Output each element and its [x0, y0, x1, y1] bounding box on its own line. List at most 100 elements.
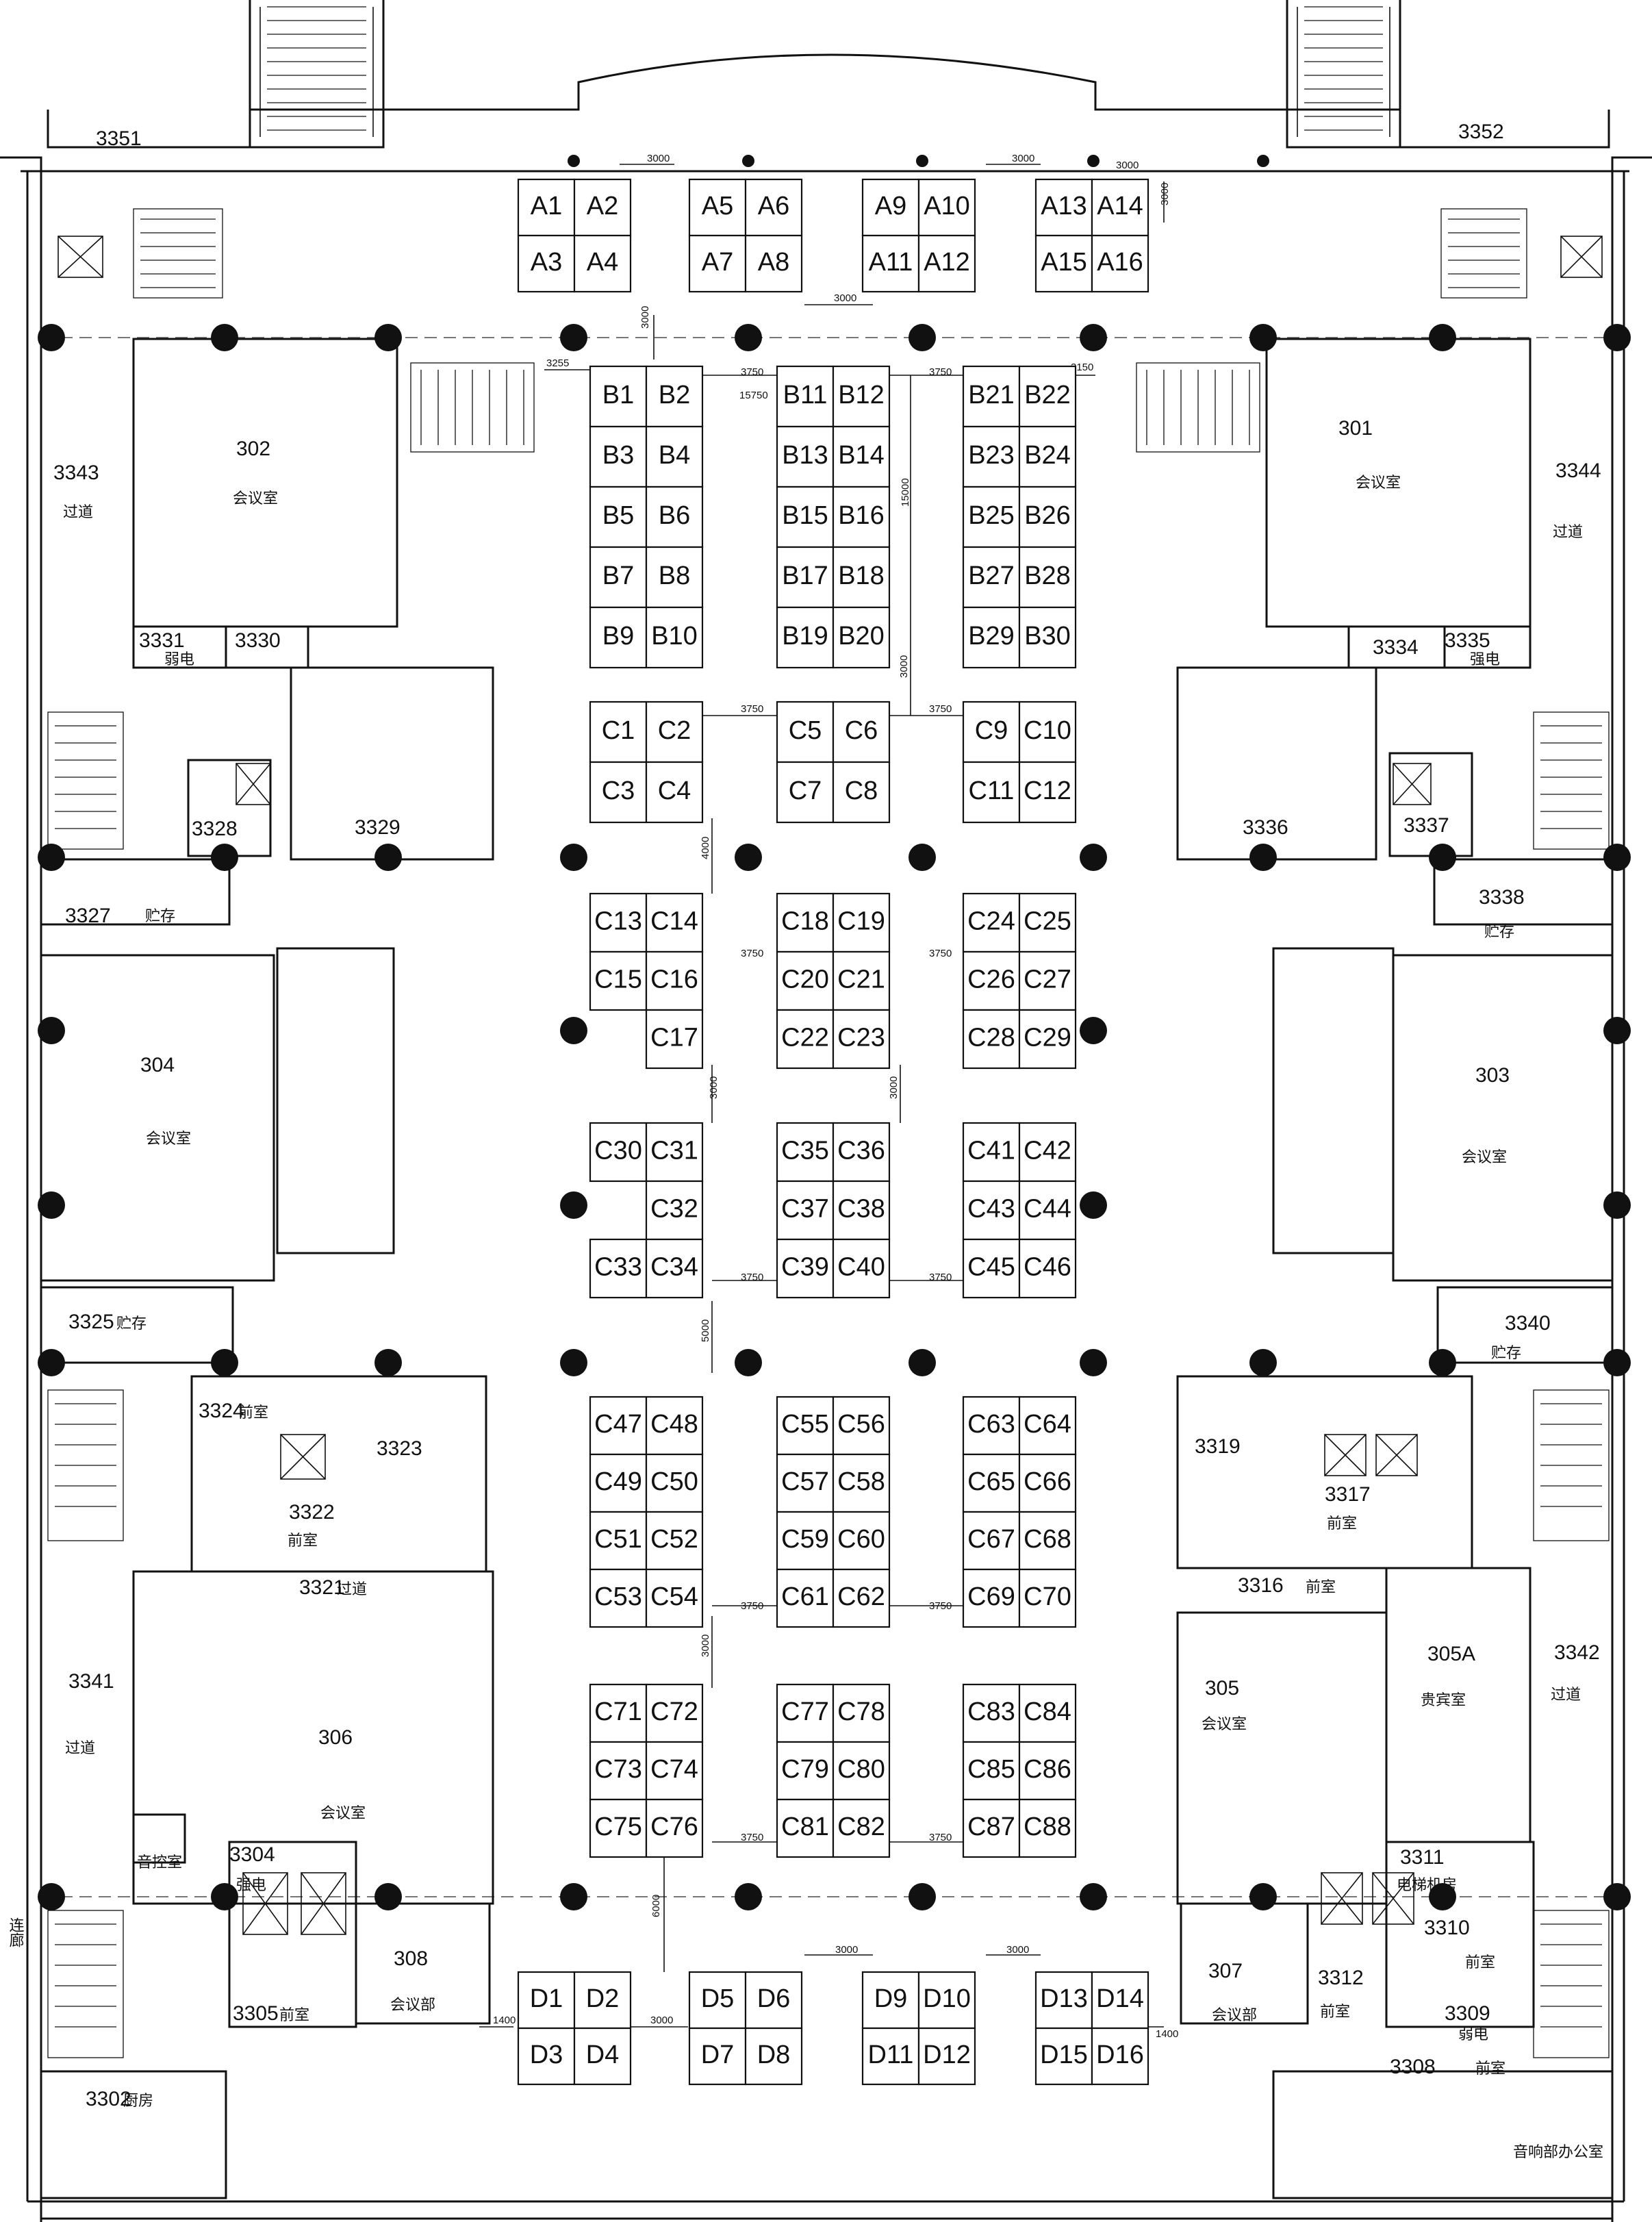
booth-D14[interactable]: [1091, 1971, 1149, 2030]
booth-C27[interactable]: [1018, 950, 1077, 1011]
booth-D8[interactable]: [744, 2027, 803, 2086]
booth-C67[interactable]: [962, 1511, 1021, 1571]
booth-B16[interactable]: [832, 485, 891, 548]
booth-C79[interactable]: [776, 1741, 835, 1801]
booth-C45[interactable]: [962, 1238, 1021, 1299]
booth-B1[interactable]: [589, 365, 648, 428]
booth-A11[interactable]: [861, 234, 920, 293]
booth-C2[interactable]: [645, 700, 704, 763]
booth-D2[interactable]: [573, 1971, 632, 2030]
booth-C68[interactable]: [1018, 1511, 1077, 1571]
booth-C17[interactable]: [645, 1009, 704, 1070]
booth-C44[interactable]: [1018, 1180, 1077, 1241]
booth-C70[interactable]: [1018, 1568, 1077, 1628]
booth-D9[interactable]: [861, 1971, 920, 2030]
booth-C25[interactable]: [1018, 892, 1077, 953]
booth-C19[interactable]: [832, 892, 891, 953]
booth-C53[interactable]: [589, 1568, 648, 1628]
booth-C14[interactable]: [645, 892, 704, 953]
booth-C54[interactable]: [645, 1568, 704, 1628]
booth-B12[interactable]: [832, 365, 891, 428]
booth-B24[interactable]: [1018, 425, 1077, 488]
booth-C12[interactable]: [1018, 761, 1077, 824]
booth-C16[interactable]: [645, 950, 704, 1011]
booth-C46[interactable]: [1018, 1238, 1077, 1299]
booth-B9[interactable]: [589, 606, 648, 669]
booth-A1[interactable]: [517, 178, 576, 237]
booth-C87[interactable]: [962, 1798, 1021, 1858]
booth-C29[interactable]: [1018, 1009, 1077, 1070]
booth-A12[interactable]: [917, 234, 976, 293]
booth-C76[interactable]: [645, 1798, 704, 1858]
booth-C56[interactable]: [832, 1396, 891, 1456]
booth-C31[interactable]: [645, 1122, 704, 1183]
booth-C48[interactable]: [645, 1396, 704, 1456]
booth-A8[interactable]: [744, 234, 803, 293]
booth-B22[interactable]: [1018, 365, 1077, 428]
booth-D7[interactable]: [688, 2027, 747, 2086]
booth-C41[interactable]: [962, 1122, 1021, 1183]
booth-C47[interactable]: [589, 1396, 648, 1456]
booth-C37[interactable]: [776, 1180, 835, 1241]
booth-D4[interactable]: [573, 2027, 632, 2086]
booth-C86[interactable]: [1018, 1741, 1077, 1801]
booth-C26[interactable]: [962, 950, 1021, 1011]
booth-D3[interactable]: [517, 2027, 576, 2086]
booth-C69[interactable]: [962, 1568, 1021, 1628]
booth-B23[interactable]: [962, 425, 1021, 488]
booth-C78[interactable]: [832, 1683, 891, 1743]
booth-B26[interactable]: [1018, 485, 1077, 548]
booth-C74[interactable]: [645, 1741, 704, 1801]
booth-C11[interactable]: [962, 761, 1021, 824]
booth-B21[interactable]: [962, 365, 1021, 428]
booth-B4[interactable]: [645, 425, 704, 488]
booth-C51[interactable]: [589, 1511, 648, 1571]
booth-A10[interactable]: [917, 178, 976, 237]
booth-B20[interactable]: [832, 606, 891, 669]
booth-C85[interactable]: [962, 1741, 1021, 1801]
booth-C60[interactable]: [832, 1511, 891, 1571]
booth-D16[interactable]: [1091, 2027, 1149, 2086]
booth-C23[interactable]: [832, 1009, 891, 1070]
booth-C88[interactable]: [1018, 1798, 1077, 1858]
booth-C64[interactable]: [1018, 1396, 1077, 1456]
booth-B10[interactable]: [645, 606, 704, 669]
booth-B30[interactable]: [1018, 606, 1077, 669]
booth-A4[interactable]: [573, 234, 632, 293]
booth-C61[interactable]: [776, 1568, 835, 1628]
booth-C82[interactable]: [832, 1798, 891, 1858]
booth-D15[interactable]: [1034, 2027, 1093, 2086]
booth-C6[interactable]: [832, 700, 891, 763]
booth-B8[interactable]: [645, 546, 704, 609]
booth-C34[interactable]: [645, 1238, 704, 1299]
booth-C13[interactable]: [589, 892, 648, 953]
booth-C21[interactable]: [832, 950, 891, 1011]
booth-C36[interactable]: [832, 1122, 891, 1183]
booth-C4[interactable]: [645, 761, 704, 824]
booth-C63[interactable]: [962, 1396, 1021, 1456]
booth-B13[interactable]: [776, 425, 835, 488]
booth-B14[interactable]: [832, 425, 891, 488]
booth-C72[interactable]: [645, 1683, 704, 1743]
booth-B19[interactable]: [776, 606, 835, 669]
booth-D1[interactable]: [517, 1971, 576, 2030]
booth-C35[interactable]: [776, 1122, 835, 1183]
booth-C7[interactable]: [776, 761, 835, 824]
booth-A6[interactable]: [744, 178, 803, 237]
booth-D10[interactable]: [917, 1971, 976, 2030]
booth-C81[interactable]: [776, 1798, 835, 1858]
booth-A15[interactable]: [1034, 234, 1093, 293]
booth-A3[interactable]: [517, 234, 576, 293]
booth-C62[interactable]: [832, 1568, 891, 1628]
booth-B5[interactable]: [589, 485, 648, 548]
booth-A2[interactable]: [573, 178, 632, 237]
booth-D12[interactable]: [917, 2027, 976, 2086]
booth-A16[interactable]: [1091, 234, 1149, 293]
booth-C22[interactable]: [776, 1009, 835, 1070]
booth-C20[interactable]: [776, 950, 835, 1011]
booth-C75[interactable]: [589, 1798, 648, 1858]
booth-C40[interactable]: [832, 1238, 891, 1299]
booth-C59[interactable]: [776, 1511, 835, 1571]
booth-B3[interactable]: [589, 425, 648, 488]
booth-C15[interactable]: [589, 950, 648, 1011]
